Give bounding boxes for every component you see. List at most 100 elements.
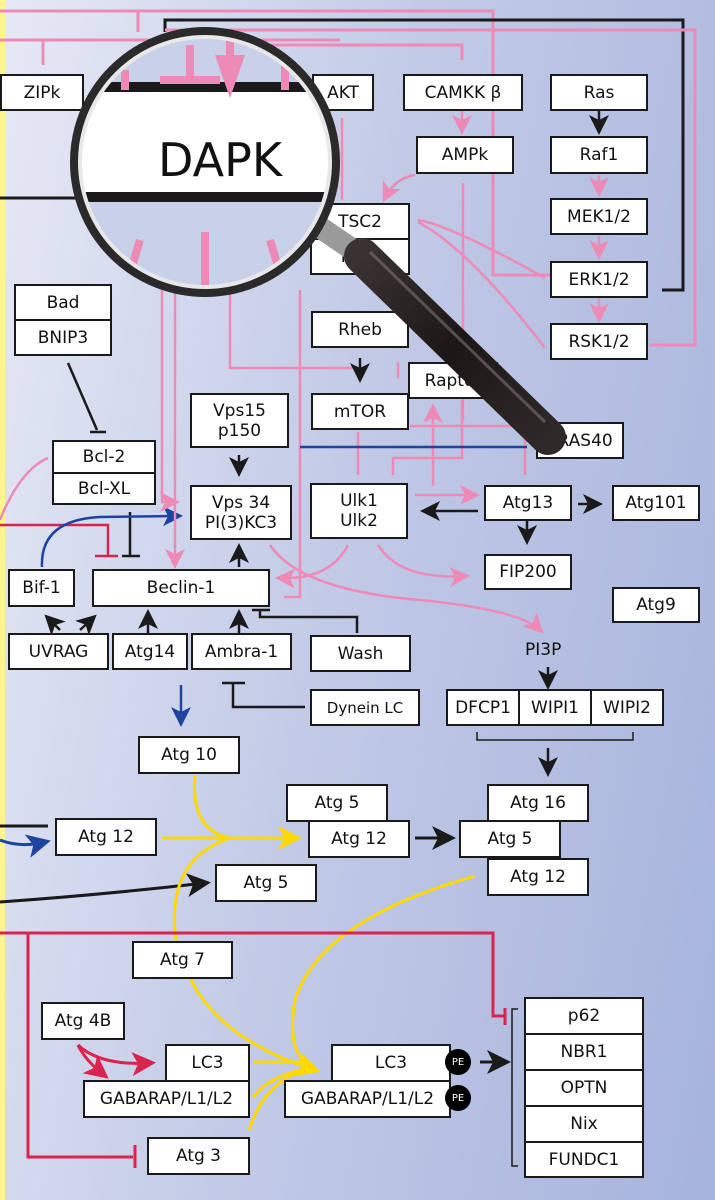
wire-pink-vps34 [160, 290, 180, 512]
wire-pink-bcl2 [0, 456, 49, 521]
node-atg12-complex[interactable]: Atg 12 [487, 858, 589, 896]
node-dynein[interactable]: Dynein LC [310, 689, 420, 726]
node-mtor[interactable]: mTOR [311, 393, 409, 430]
wire-red-beclin [0, 523, 118, 558]
p150-label: p150 [217, 420, 262, 441]
node-gabarap-left[interactable]: GABARAP/L1/L2 [83, 1080, 250, 1118]
pe-badge-lc3: PE [445, 1049, 471, 1075]
wire-complex-lc3 [291, 874, 476, 1072]
node-ampk[interactable]: AMPk [416, 136, 514, 174]
pi3p-effectors: DFCP1 WIPI1 WIPI2 [446, 689, 664, 726]
node-vps34[interactable]: Vps 34 PI(3)KC3 [190, 485, 292, 540]
node-gabarap-right[interactable]: GABARAP/L1/L2 [284, 1080, 451, 1118]
wire-wipi-bracket [476, 732, 634, 741]
wire-wash-beclin [252, 608, 359, 633]
node-fip200[interactable]: FIP200 [484, 554, 572, 590]
wire-dapk-down-mtor [228, 290, 367, 370]
wire-blue-atg12 [0, 834, 51, 858]
node-rheb[interactable]: Rheb [311, 311, 409, 348]
node-akt[interactable]: AKT [312, 74, 374, 111]
node-zipk[interactable]: ZIPk [0, 74, 84, 111]
receptor-bracket [511, 1008, 518, 1167]
node-atg7[interactable]: Atg 7 [132, 941, 233, 979]
node-uvrag[interactable]: UVRAG [8, 633, 109, 670]
pi3kc3-label: PI(3)KC3 [204, 512, 278, 533]
node-wipi2[interactable]: WIPI2 [603, 697, 651, 718]
node-ulk[interactable]: Ulk1 Ulk2 [310, 483, 408, 539]
node-erk[interactable]: ERK1/2 [550, 261, 648, 298]
node-camkk[interactable]: CAMKK β [403, 74, 523, 111]
bclxl-subscript: L [120, 478, 131, 499]
node-bif1[interactable]: Bif-1 [8, 569, 75, 607]
node-atg16[interactable]: Atg 16 [487, 784, 589, 822]
node-bad-bnip3[interactable]: Bad BNIP3 [14, 284, 112, 356]
bclxl-main: Bcl-X [77, 478, 121, 499]
dapk-label[interactable]: DAPK [158, 133, 282, 187]
wire-pink-vertical [284, 290, 302, 599]
node-atg9[interactable]: Atg9 [612, 587, 700, 623]
vps34-label: Vps 34 [211, 492, 271, 513]
node-atg13[interactable]: Atg13 [484, 485, 572, 521]
node-fundc1[interactable]: FUNDC1 [548, 1149, 620, 1170]
wire-bad-bcl2 [66, 362, 99, 431]
node-wipi1[interactable]: WIPI1 [520, 691, 592, 724]
node-atg10[interactable]: Atg 10 [138, 736, 240, 774]
wire-red-main [0, 931, 505, 1018]
node-atg101[interactable]: Atg101 [612, 485, 700, 521]
wire-uvrag-beclin [75, 614, 97, 636]
node-bcl2[interactable]: Bcl-2 [54, 442, 154, 474]
wire-rsk-tsc2 [417, 220, 546, 349]
node-raf1[interactable]: Raf1 [550, 136, 648, 174]
node-atg12-pair[interactable]: Atg 12 [308, 820, 410, 858]
wire-atg4b-gabarap [76, 1044, 109, 1079]
node-mek[interactable]: MEK1/2 [550, 198, 648, 235]
ulk1-label: Ulk1 [340, 491, 378, 511]
wire-atg7-yellow-up [172, 836, 231, 941]
node-bnip3[interactable]: BNIP3 [37, 327, 89, 348]
wire-ampk-tsc2 [382, 173, 416, 203]
node-atg14[interactable]: Atg14 [112, 633, 188, 670]
node-ras[interactable]: Ras [550, 74, 648, 111]
pi3p-label: PI3P [525, 640, 562, 660]
wire-ulk-beclin [275, 544, 350, 589]
pe-badge-gabarap: PE [445, 1085, 471, 1111]
wire-atg3-lc3 [247, 1066, 311, 1131]
node-atg12-left[interactable]: Atg 12 [55, 818, 157, 856]
node-nbr1[interactable]: NBR1 [526, 1035, 642, 1071]
node-atg4b[interactable]: Atg 4B [41, 1002, 125, 1040]
wire-bif-vps34 [40, 506, 183, 568]
wire-top-black [163, 18, 685, 292]
node-rsk[interactable]: RSK1/2 [550, 323, 648, 360]
node-dfcp1[interactable]: DFCP1 [448, 691, 520, 724]
wire-vps34-pi3p [268, 544, 544, 634]
ulk2-label: Ulk2 [340, 511, 378, 531]
wire-dynein-ambra [222, 681, 305, 709]
node-atg5-pair-top[interactable]: Atg 5 [286, 784, 388, 822]
node-bad[interactable]: Bad [16, 286, 110, 321]
wire-raptor-ulk [391, 400, 464, 475]
receptor-stack: p62 NBR1 OPTN Nix FUNDC1 [524, 997, 644, 1178]
node-wash[interactable]: Wash [310, 635, 411, 672]
node-ambra[interactable]: Ambra-1 [191, 633, 292, 670]
node-vps15[interactable]: Vps15 p150 [190, 393, 289, 448]
node-beclin[interactable]: Beclin-1 [92, 569, 270, 607]
wire-red-atg3 [26, 933, 137, 1168]
node-p62[interactable]: p62 [526, 999, 642, 1035]
node-nix[interactable]: Nix [526, 1107, 642, 1143]
wire-pink-camkk [200, 43, 464, 60]
wire-ulk-fip200 [376, 544, 470, 587]
wire-bcl2-beclin [122, 512, 140, 558]
node-optn[interactable]: OPTN [526, 1071, 642, 1107]
node-atg5-single[interactable]: Atg 5 [215, 864, 317, 902]
vps15-label: Vps15 [213, 400, 266, 421]
left-edge-strip [0, 0, 5, 1200]
node-atg5-complex[interactable]: Atg 5 [459, 820, 561, 858]
wire-uvrag-bif [44, 614, 66, 636]
node-atg3[interactable]: Atg 3 [147, 1137, 250, 1175]
wire-erk-tsc2 [417, 218, 546, 280]
